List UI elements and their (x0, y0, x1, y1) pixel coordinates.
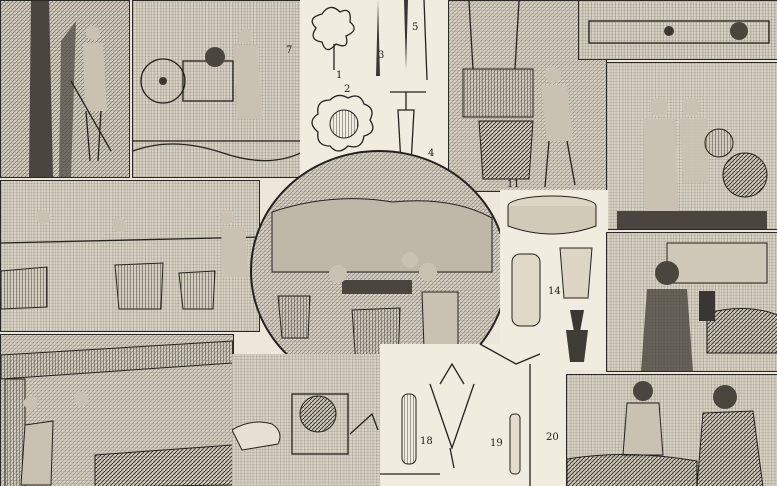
figure-number-7: 7 (286, 45, 293, 56)
figure-number-20: 20 (546, 432, 559, 443)
panel-cork-harvest (0, 0, 130, 178)
figure-number-2: 2 (344, 84, 351, 95)
figure-number-11: 11 (507, 179, 520, 190)
panel-cutting-machine (232, 354, 380, 486)
panel-furnace-workers (606, 62, 777, 230)
figure-number-18: 18 (420, 436, 433, 447)
panel-workshop: 7 (132, 0, 309, 178)
figure-number-19: 19 (490, 438, 503, 449)
figure-number-14: 14 (548, 286, 561, 297)
panel-women-sorting (566, 374, 777, 486)
panel-hand-tools: 18 19 20 (380, 344, 566, 486)
panel-sorting-room (0, 180, 260, 332)
panel-cork-products: 14 (500, 190, 608, 370)
figure-number-1: 1 (336, 70, 343, 81)
figure-number-3: 3 (378, 50, 385, 61)
panel-drying-shed (0, 334, 234, 486)
figure-number-5: 5 (412, 22, 419, 33)
panel-machine-top (578, 0, 777, 60)
panel-woman-bench (606, 232, 777, 372)
